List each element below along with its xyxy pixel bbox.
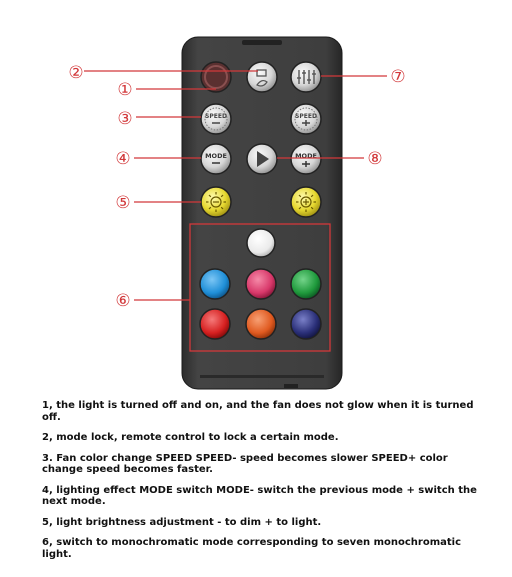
power-button[interactable] xyxy=(200,61,232,93)
speed-minus-button[interactable]: SPEED xyxy=(200,103,232,135)
brightness-minus-button[interactable] xyxy=(200,186,232,218)
mode-minus-label: MODE xyxy=(205,152,227,160)
callout-lines xyxy=(84,70,387,301)
color-green-button[interactable] xyxy=(290,268,322,300)
adjust-button[interactable] xyxy=(290,61,322,93)
lock-button[interactable] xyxy=(246,61,278,93)
sun-icon xyxy=(296,192,316,212)
callout-3: ③ xyxy=(117,109,132,129)
note-2: 2, mode lock, remote control to lock a c… xyxy=(42,432,339,443)
speed-minus-label: SPEED xyxy=(205,113,227,120)
remote-illustration: SPEED SPEED MODE MODE xyxy=(68,36,406,390)
color-red-button[interactable] xyxy=(199,308,231,340)
color-navy-button[interactable] xyxy=(290,308,322,340)
color-buttons-frame xyxy=(189,223,331,352)
callout-2: ② xyxy=(68,63,83,83)
color-orange-button[interactable] xyxy=(245,308,277,340)
callout-5: ⑤ xyxy=(115,193,130,213)
play-icon xyxy=(257,151,269,167)
brightness-plus-button[interactable] xyxy=(290,186,322,218)
mode-plus-button[interactable]: MODE xyxy=(290,143,322,175)
sun-icon xyxy=(206,192,226,212)
instructions: 1, the light is turned off and on, and t… xyxy=(42,400,492,569)
leaf-icon xyxy=(256,79,268,87)
speed-plus-label: SPEED xyxy=(295,113,317,120)
mode-plus-label: MODE xyxy=(295,152,317,160)
sliders-icon xyxy=(297,70,316,84)
color-blue-button[interactable] xyxy=(199,268,231,300)
note-6: 6, switch to monochromatic mode correspo… xyxy=(42,537,462,560)
callout-1: ① xyxy=(117,80,132,100)
note-4: 4, lighting effect MODE switch MODE- swi… xyxy=(42,484,477,508)
callout-8: ⑧ xyxy=(367,149,382,169)
play-button[interactable] xyxy=(246,143,278,175)
color-white-button[interactable] xyxy=(246,228,276,258)
lock-icon xyxy=(256,69,267,77)
mode-minus-button[interactable]: MODE xyxy=(200,143,232,175)
note-1: 1, the light is turned off and on, and t… xyxy=(42,400,474,423)
callout-7: ⑦ xyxy=(390,67,405,87)
speed-plus-button[interactable]: SPEED xyxy=(290,103,322,135)
callout-4: ④ xyxy=(115,149,130,169)
note-5: 5, light brightness adjustment - to dim … xyxy=(42,516,322,528)
color-pink-button[interactable] xyxy=(245,268,277,300)
note-3: 3. Fan color change SPEED SPEED- speed b… xyxy=(42,452,448,476)
callout-6: ⑥ xyxy=(115,291,130,311)
